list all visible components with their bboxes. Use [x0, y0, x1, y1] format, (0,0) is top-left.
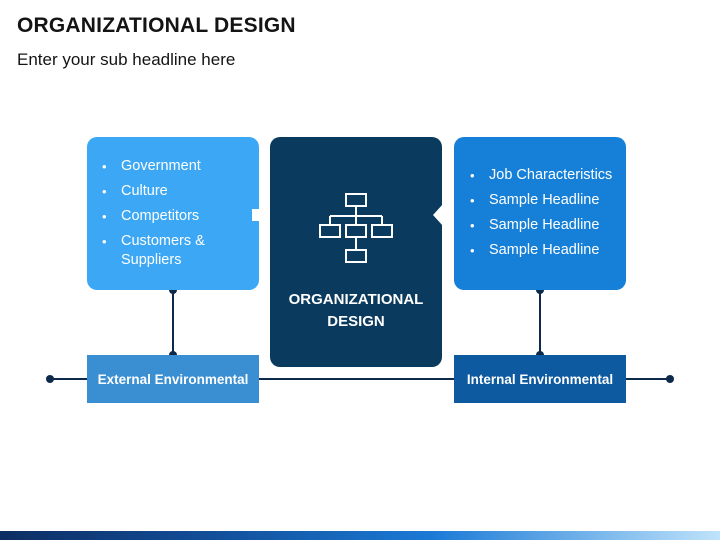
org-chart-icon: [319, 193, 393, 263]
timeline-right-dot: [666, 375, 674, 383]
list-item: Customers & Suppliers: [95, 232, 255, 270]
external-factors-list: Government Culture Competitors Customers…: [95, 157, 255, 276]
arrow-right-icon: [252, 204, 272, 226]
external-environmental-label: External Environmental: [87, 355, 259, 403]
footer-gradient-bar: [0, 531, 720, 540]
list-item: Culture: [95, 182, 255, 201]
list-item: Sample Headline: [463, 191, 623, 210]
list-item: Government: [95, 157, 255, 176]
list-item: Sample Headline: [463, 241, 623, 260]
center-label-line1: ORGANIZATIONAL: [288, 291, 424, 308]
internal-factors-box: Job Characteristics Sample Headline Samp…: [454, 137, 626, 290]
internal-environmental-label: Internal Environmental: [454, 355, 626, 403]
list-item: Competitors: [95, 207, 255, 226]
center-label: ORGANIZATIONAL DESIGN: [270, 289, 442, 333]
list-item: Sample Headline: [463, 216, 623, 235]
timeline-left-dot: [46, 375, 54, 383]
organizational-design-box: ORGANIZATIONAL DESIGN: [270, 137, 442, 367]
page-subtitle: Enter your sub headline here: [17, 50, 236, 69]
external-factors-box: Government Culture Competitors Customers…: [87, 137, 259, 290]
center-label-line2: DESIGN: [327, 313, 385, 330]
list-item: Job Characteristics: [463, 166, 623, 185]
internal-factors-list: Job Characteristics Sample Headline Samp…: [463, 166, 623, 266]
arrow-left-icon: [433, 204, 453, 226]
page-title: ORGANIZATIONAL DESIGN: [17, 14, 296, 37]
